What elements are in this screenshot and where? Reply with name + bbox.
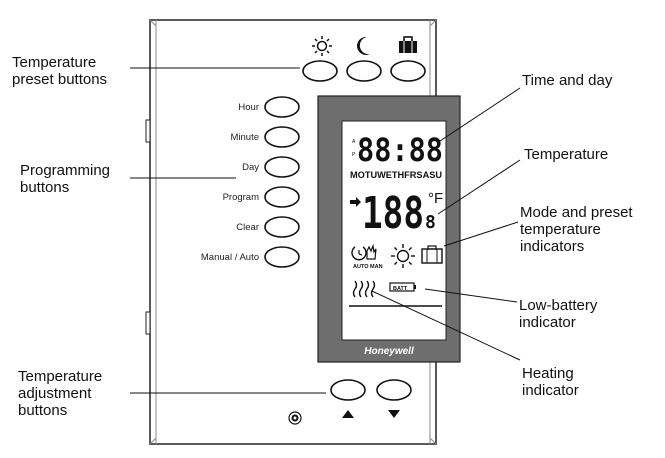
hour-label: Hour	[238, 102, 259, 113]
lcd-screen	[341, 120, 447, 341]
hour-button[interactable]	[264, 96, 300, 118]
callout-programming-buttons: Programming buttons	[20, 162, 111, 196]
sun-icon	[312, 36, 332, 56]
up-arrow-icon	[342, 410, 354, 418]
program-label: Program	[223, 192, 260, 203]
callout-heating: Heating indicator	[522, 365, 579, 399]
am-indicator: A	[352, 139, 356, 145]
day-indicators: MOTUWETHFRSASU	[350, 170, 442, 180]
callout-low-battery: Low-battery indicator	[519, 297, 598, 331]
down-arrow-icon	[388, 410, 400, 418]
brand-logo: Honeywell	[364, 346, 414, 357]
clear-label: Clear	[236, 222, 259, 233]
battery-icon	[389, 282, 416, 292]
minute-button[interactable]	[264, 126, 300, 148]
clock-mode-icon	[351, 246, 367, 261]
callout-time-day: Time and day	[522, 72, 613, 89]
manual-auto-button[interactable]	[264, 246, 300, 268]
hand-mode-icon	[366, 243, 377, 260]
temperature-digits: 188	[362, 188, 424, 239]
day-button[interactable]	[264, 156, 300, 178]
screw-icon	[288, 411, 302, 425]
heating-waves-icon	[352, 280, 376, 298]
preset-button-comfort[interactable]	[302, 60, 338, 82]
leader-lines	[130, 67, 521, 394]
suitcase-icon	[399, 36, 417, 53]
preset-button-night[interactable]	[346, 60, 382, 82]
pm-indicator: P	[352, 152, 356, 158]
callout-mode-preset: Mode and preset temperature indicators	[520, 204, 633, 255]
time-digits: 88:88	[357, 131, 443, 169]
temperature-unit: °F	[428, 190, 443, 207]
suitcase-indicator-icon	[421, 245, 443, 264]
preset-button-away[interactable]	[390, 60, 426, 82]
callout-temperature: Temperature	[524, 146, 609, 163]
moon-icon	[356, 36, 370, 55]
temp-up-button[interactable]	[330, 379, 366, 401]
temperature-decimal: 8	[425, 212, 436, 233]
clear-button[interactable]	[264, 216, 300, 238]
program-button[interactable]	[264, 186, 300, 208]
minute-label: Minute	[230, 132, 259, 143]
manual-auto-label: Manual / Auto	[201, 252, 259, 263]
sun-indicator-icon	[391, 244, 415, 268]
arrow-indicator-icon	[350, 197, 361, 207]
callout-temp-adjust-buttons: Temperature adjustment buttons	[18, 368, 103, 419]
day-label: Day	[242, 162, 259, 173]
mode-labels: AUTO MAN	[353, 264, 383, 270]
callout-preset-buttons: Temperature preset buttons	[12, 54, 108, 88]
battery-label: BATT	[393, 286, 408, 292]
temp-down-button[interactable]	[376, 379, 412, 401]
